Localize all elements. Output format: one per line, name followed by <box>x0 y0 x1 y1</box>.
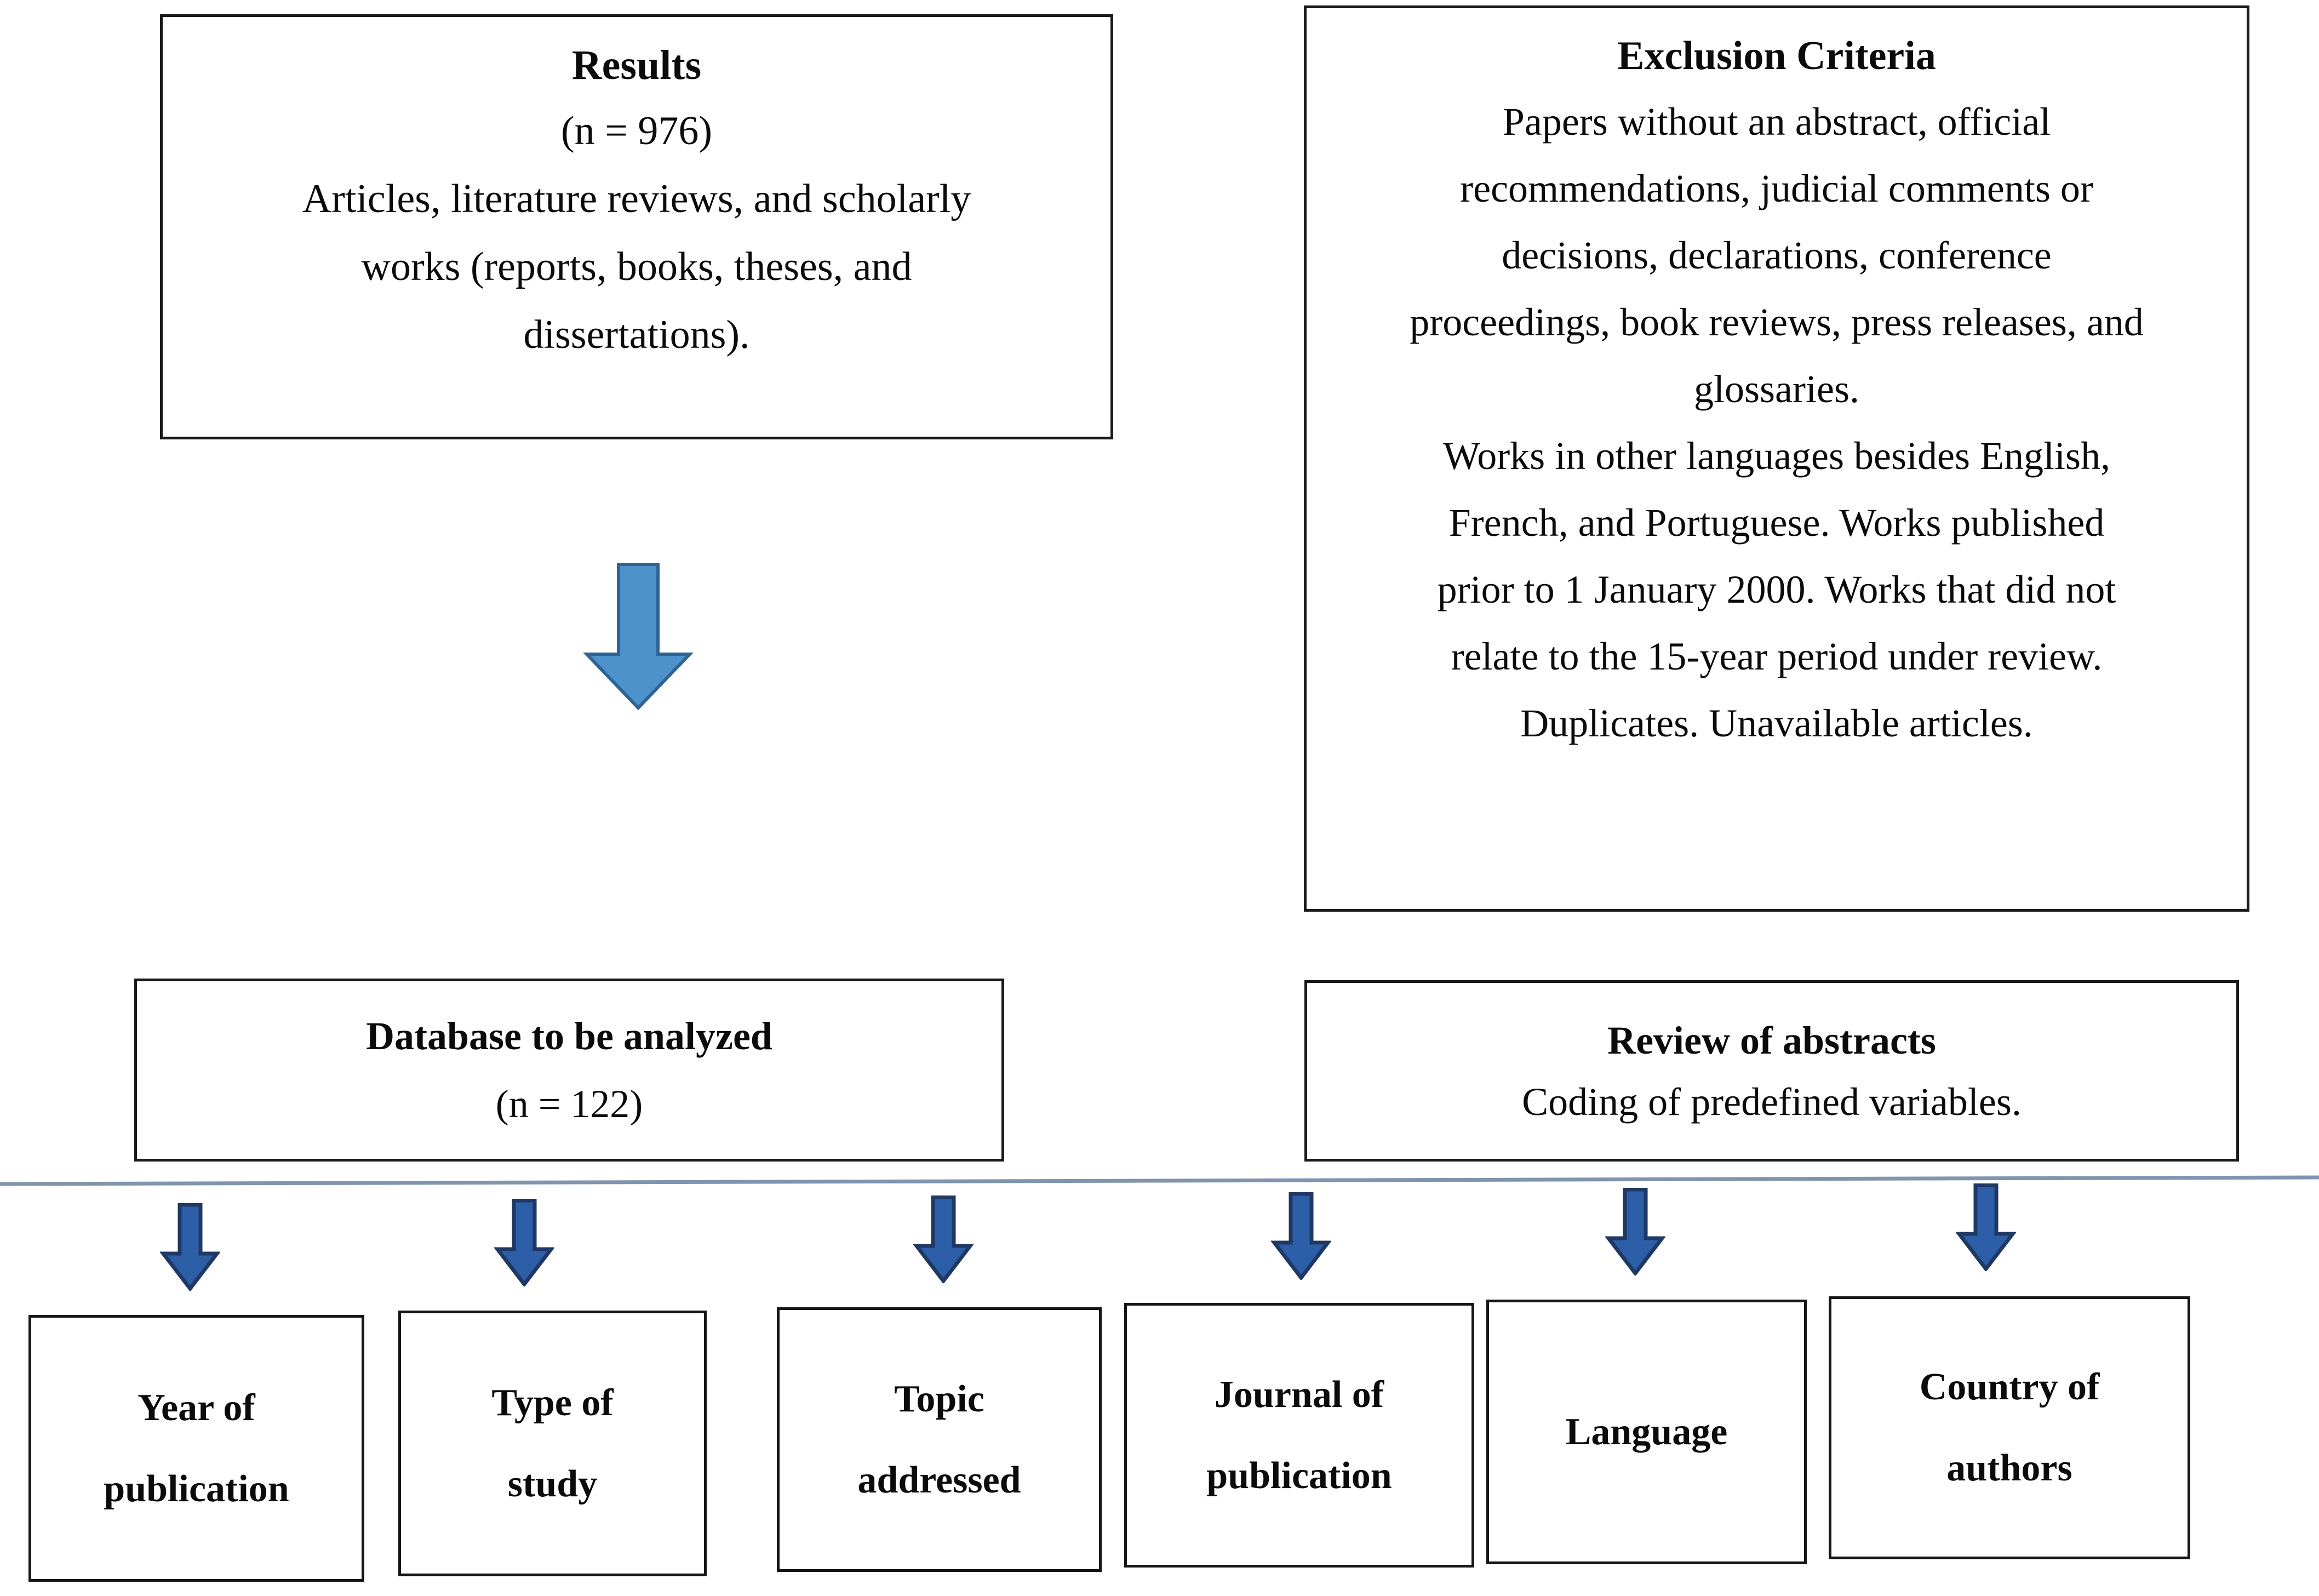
variable-box-topic-addressed: Topic addressed <box>777 1307 1102 1572</box>
results-title: Results <box>571 42 702 88</box>
variable-box-label-line-1: Journal of <box>1214 1373 1384 1416</box>
exclusion-paragraph-1: Papers without an abstract, official rec… <box>1329 88 2225 422</box>
exclusion-criteria-box: Exclusion Criteria Papers without an abs… <box>1304 5 2249 912</box>
down-arrow-icon-country-of-authors <box>1956 1183 2016 1271</box>
exclusion-p1-line-2: recommendations, judicial comments or <box>1460 167 2093 210</box>
exclusion-p2-line-4: relate to the 15-year period under revie… <box>1451 634 2103 678</box>
variable-box-label-line-1: Year of <box>138 1386 255 1429</box>
variable-box-label-line-1: Country of <box>1919 1366 2100 1408</box>
exclusion-p2-line-2: French, and Portuguese. Works published <box>1448 501 2105 545</box>
variable-box-country-of-authors: Country of authors <box>1829 1296 2190 1559</box>
exclusion-p2-line-3: prior to 1 January 2000. Works that did … <box>1437 568 2116 611</box>
down-arrow-icon-topic-addressed <box>913 1195 974 1283</box>
variable-box-label-line-2: authors <box>1946 1447 2072 1489</box>
down-arrow-icon-main <box>582 563 694 710</box>
database-count: (n = 122) <box>495 1082 643 1126</box>
exclusion-title: Exclusion Criteria <box>1617 33 1936 78</box>
review-of-abstracts-box: Review of abstracts Coding of predefined… <box>1304 980 2239 1162</box>
database-to-be-analyzed-box: Database to be analyzed (n = 122) <box>134 979 1004 1162</box>
variable-box-language: Language <box>1486 1300 1807 1564</box>
exclusion-paragraph-2: Works in other languages besides English… <box>1329 422 2225 757</box>
exclusion-p1-line-3: decisions, declarations, conference <box>1502 233 2052 277</box>
variable-box-label-line-2: publication <box>104 1467 289 1510</box>
horizontal-divider-line <box>0 1175 2319 1186</box>
results-count: (n = 976) <box>560 108 713 153</box>
exclusion-p1-line-4: proceedings, book reviews, press release… <box>1410 300 2144 344</box>
results-box: Results (n = 976) Articles, literature r… <box>160 14 1113 439</box>
variable-box-label-line-2: addressed <box>857 1458 1021 1501</box>
exclusion-p2-line-5: Duplicates. Unavailable articles. <box>1520 701 2033 745</box>
variable-box-label-line-2: publication <box>1206 1454 1392 1497</box>
variable-box-label-line-1: Topic <box>894 1377 984 1420</box>
down-arrow-icon-type-of-study <box>494 1199 554 1286</box>
down-arrow-icon-year-of-publication <box>160 1203 220 1291</box>
variable-box-type-of-study: Type of study <box>398 1311 707 1576</box>
exclusion-p1-line-5: glossaries. <box>1694 367 1859 411</box>
exclusion-p1-line-1: Papers without an abstract, official <box>1502 100 2051 144</box>
results-description-line-1: Articles, literature reviews, and schola… <box>302 176 971 221</box>
down-arrow-icon-journal-of-publication <box>1271 1192 1331 1280</box>
exclusion-p2-line-1: Works in other languages besides English… <box>1443 434 2110 478</box>
results-description-line-2: works (reports, books, theses, and <box>361 244 912 289</box>
variable-box-label-line-1: Language <box>1565 1410 1728 1453</box>
variable-box-year-of-publication: Year of publication <box>28 1315 364 1582</box>
results-description-line-3: dissertations). <box>523 312 750 357</box>
down-arrow-icon-language <box>1605 1188 1665 1275</box>
variable-box-label-line-1: Type of <box>491 1381 614 1424</box>
variable-box-journal-of-publication: Journal of publication <box>1124 1303 1474 1568</box>
database-title: Database to be analyzed <box>366 1014 772 1058</box>
abstracts-subtitle: Coding of predefined variables. <box>1522 1079 2022 1124</box>
abstracts-title: Review of abstracts <box>1607 1018 1936 1062</box>
variable-box-label-line-2: study <box>507 1462 598 1505</box>
